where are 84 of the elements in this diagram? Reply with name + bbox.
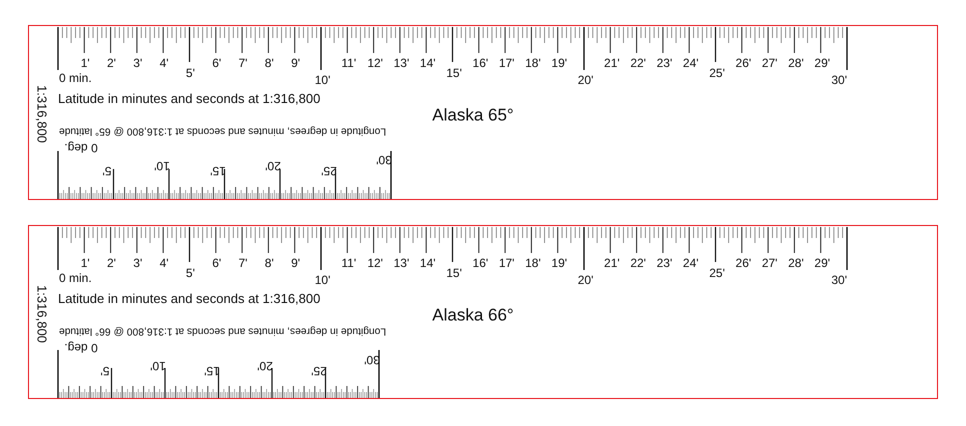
scale-label: 13' [394, 57, 410, 69]
scale-label: 24' [682, 257, 699, 269]
scale-label: 15' [446, 267, 462, 279]
scale-label: 0 deg. [64, 342, 98, 354]
scale-label: 16' [472, 257, 488, 269]
scale-label: 22' [630, 57, 646, 69]
scale-caption: Latitude in minutes and seconds at 1:316,800 [58, 292, 320, 305]
scale-label: 24' [682, 57, 699, 69]
scale-label: 28' [788, 57, 804, 69]
scale-label: 27' [762, 257, 778, 269]
scale-label: 0 min. [59, 272, 92, 284]
scale-label: 26' [736, 57, 752, 69]
scale-label: 25' [709, 267, 725, 279]
scale-label: 21' [604, 57, 620, 69]
scale-label: 29' [814, 257, 830, 269]
scale-label: 25' [709, 67, 725, 79]
scale-label: 5' [100, 365, 109, 377]
scale-label: 14' [420, 257, 436, 269]
scale-label: 20' [578, 274, 594, 286]
scale-label: 4' [160, 257, 169, 269]
scale-label: 10' [314, 274, 330, 286]
scale-label: 30' [376, 154, 392, 166]
scale-label: 30' [831, 74, 847, 86]
scale-label: 4' [160, 57, 169, 69]
scale-label: 2' [107, 257, 116, 269]
scale-label: 10' [150, 360, 166, 372]
ruler-title: Alaska 66° [432, 306, 514, 324]
scale-label: 9' [291, 57, 300, 69]
scale-label: 10' [154, 160, 170, 172]
scale-label: 6' [212, 57, 222, 69]
scale-label: 26' [736, 257, 752, 269]
scale-ratio-text: 1:316,800 [36, 285, 48, 343]
scale-label: 2' [107, 57, 116, 69]
ruler-title: Alaska 65° [432, 106, 514, 124]
scale-label: 12' [367, 257, 383, 269]
scale-label: 18' [525, 257, 541, 269]
scale-label: 19' [551, 257, 568, 269]
scale-ratio-text: 1:316,800 [36, 85, 48, 143]
scale-label: 17' [498, 57, 514, 69]
scale-label: 20' [265, 160, 281, 172]
scale-label: 0 min. [59, 72, 92, 84]
ruler-strip [28, 225, 938, 399]
scale-label: 15' [210, 165, 226, 177]
scale-label: 5' [186, 267, 195, 279]
scale-label: 16' [472, 57, 488, 69]
scale-label: 19' [551, 57, 568, 69]
scale-label: 11' [341, 257, 356, 269]
scale-label: 8' [264, 57, 274, 69]
scale-label: 23' [656, 257, 672, 269]
scale-label: 9' [291, 257, 300, 269]
scale-label: 11' [341, 57, 356, 69]
scale-label: 3' [133, 257, 142, 269]
scale-label: 15' [446, 67, 462, 79]
scale-caption: Longitude in degrees, minutes and seconds at 1:316,800 @ 66° latitude [59, 325, 386, 336]
scale-label: 3' [133, 57, 142, 69]
scale-label: 0 deg. [64, 142, 98, 154]
scale-label: 14' [420, 57, 436, 69]
scale-label: 22' [630, 257, 646, 269]
scale-label: 7' [238, 257, 248, 269]
scale-label: 13' [394, 257, 410, 269]
scale-label: 30' [364, 354, 380, 366]
scale-label: 17' [498, 257, 514, 269]
scale-label: 5' [102, 165, 111, 177]
scale-label: 12' [367, 57, 383, 69]
scale-label: 27' [762, 57, 778, 69]
scale-label: 23' [656, 57, 672, 69]
scale-label: 20' [257, 360, 273, 372]
scale-label: 10' [314, 74, 330, 86]
scale-label: 18' [525, 57, 541, 69]
scale-label: 21' [604, 257, 620, 269]
scale-label: 1' [80, 257, 90, 269]
scale-label: 28' [788, 257, 804, 269]
scale-label: 30' [831, 274, 847, 286]
scale-label: 1' [80, 57, 90, 69]
scale-label: 15' [204, 365, 220, 377]
scale-label: 6' [212, 257, 222, 269]
scale-label: 29' [814, 57, 830, 69]
scale-label: 7' [238, 57, 248, 69]
scale-caption: Latitude in minutes and seconds at 1:316,800 [58, 92, 320, 105]
scale-label: 8' [264, 257, 274, 269]
ruler-strip [28, 25, 938, 200]
scale-caption: Longitude in degrees, minutes and seconds at 1:316,800 @ 65° latitude [59, 125, 386, 136]
scale-label: 20' [578, 74, 594, 86]
scale-label: 5' [186, 67, 195, 79]
